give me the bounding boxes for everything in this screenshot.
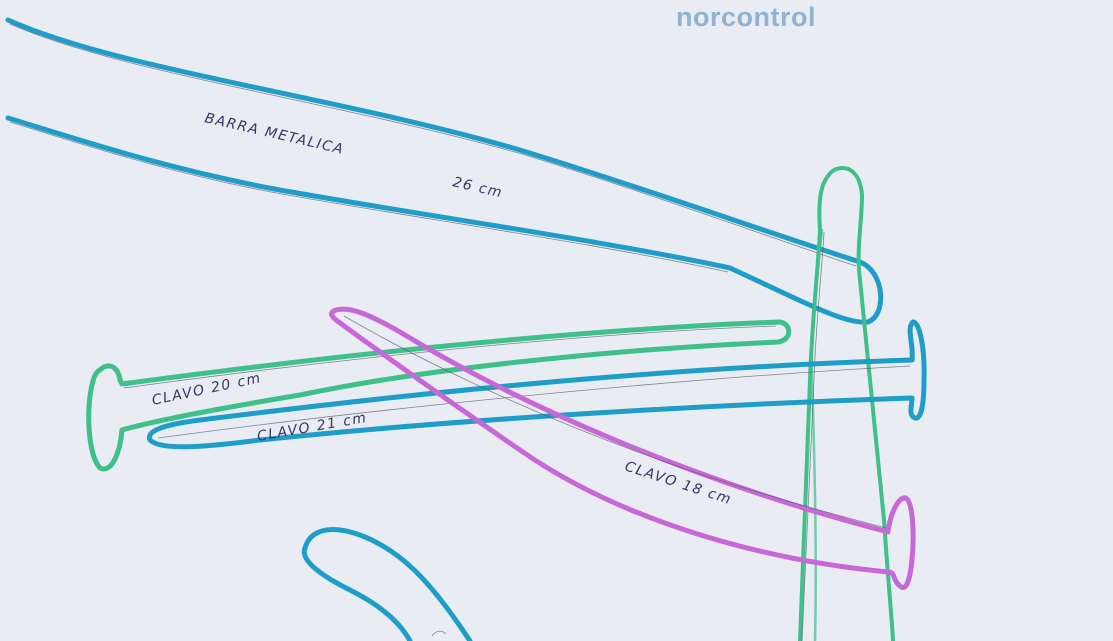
metal-bar-label: BARRA METALICA: [203, 110, 346, 158]
partial-blue-shape-drawing: [304, 529, 470, 641]
metal-bar-drawing: [8, 20, 881, 322]
nail-21-label: CLAVO 21 cm: [256, 410, 369, 445]
metal-bar-size-label: 26 cm: [451, 174, 504, 201]
